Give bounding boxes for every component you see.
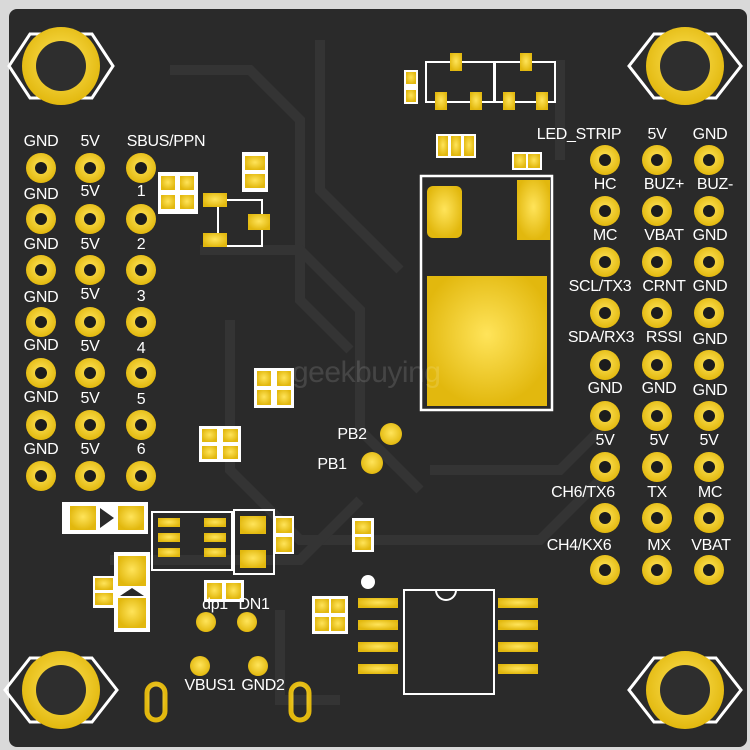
left-col-label-sbus: SBUS/PPN — [126, 133, 206, 150]
left-row-label: GND — [23, 236, 59, 253]
right-row-label: CRNT — [642, 278, 686, 295]
right-row-label: GND — [641, 380, 677, 397]
right-row-label: HC — [593, 176, 617, 193]
left-row-label: 5V — [80, 338, 100, 355]
left-header-pads — [26, 153, 156, 491]
right-row-label: SCL/TX3 — [568, 278, 632, 295]
pcb-traces — [110, 40, 614, 705]
right-row-label: CH6/TX6 — [551, 484, 615, 501]
right-row-label: GND — [692, 227, 728, 244]
left-row-label: 6 — [136, 441, 146, 458]
right-col-label-5v: 5V — [647, 126, 667, 143]
pad-label-dp1: dp1 — [202, 596, 228, 613]
right-row-label: BUZ+ — [643, 176, 685, 193]
pad-label-pb2: PB2 — [337, 426, 367, 443]
right-row-label: GND — [692, 331, 728, 348]
left-row-label: 4 — [136, 340, 146, 357]
right-row-label: MC — [592, 227, 618, 244]
mounting-hole-top-right — [627, 27, 743, 105]
right-row-label: MX — [647, 537, 671, 554]
right-col-label-gnd: GND — [692, 126, 728, 143]
left-row-label: GND — [23, 441, 59, 458]
mounting-hole-bottom-left — [3, 651, 119, 729]
pb-pads — [361, 423, 402, 474]
watermark: geekbuying — [292, 356, 441, 389]
left-row-label: 2 — [136, 236, 146, 253]
right-row-label: VBAT — [691, 537, 731, 554]
smd-top-cluster — [404, 53, 556, 170]
right-row-label: GND — [692, 382, 728, 399]
right-row-label: TX — [647, 484, 667, 501]
left-col-label-5v: 5V — [80, 133, 100, 150]
left-row-label: 5 — [136, 391, 146, 408]
bottom-ic — [358, 575, 538, 695]
right-row-label: BUZ- — [696, 176, 734, 193]
left-row-label: 5V — [80, 286, 100, 303]
left-row-label: 5V — [80, 390, 100, 407]
power-module — [419, 174, 554, 412]
right-row-label: 5V — [595, 432, 615, 449]
right-row-label: GND — [692, 278, 728, 295]
left-col-label-gnd: GND — [23, 133, 59, 150]
left-row-label: GND — [23, 389, 59, 406]
left-row-label: 1 — [136, 183, 146, 200]
left-row-label: GND — [23, 186, 59, 203]
right-row-label: SDA/RX3 — [567, 329, 635, 346]
right-row-label: MC — [697, 484, 723, 501]
pad-label-dn1: DN1 — [238, 596, 270, 613]
right-col-label-led-strip: LED_STRIP — [536, 126, 622, 143]
left-row-label: GND — [23, 337, 59, 354]
right-row-label: VBAT — [644, 227, 684, 244]
pad-label-gnd2: GND2 — [241, 677, 285, 694]
pad-label-pb1: PB1 — [317, 456, 347, 473]
left-row-label: GND — [23, 289, 59, 306]
left-row-label: 3 — [136, 288, 146, 305]
right-row-label: RSSI — [645, 329, 683, 346]
left-row-label: 5V — [80, 183, 100, 200]
left-row-label: 5V — [80, 441, 100, 458]
mounting-hole-bottom-right — [627, 651, 743, 729]
right-row-label: GND — [587, 380, 623, 397]
smd-left-cluster — [158, 152, 294, 462]
smd-bottom-left — [62, 502, 374, 723]
right-row-label: 5V — [649, 432, 669, 449]
pad-label-vbus1: VBUS1 — [184, 677, 236, 694]
right-row-label: CH4/KX6 — [546, 537, 612, 554]
right-header-pads — [590, 145, 724, 585]
mounting-hole-top-left — [7, 27, 115, 105]
left-row-label: 5V — [80, 236, 100, 253]
right-row-label: 5V — [699, 432, 719, 449]
